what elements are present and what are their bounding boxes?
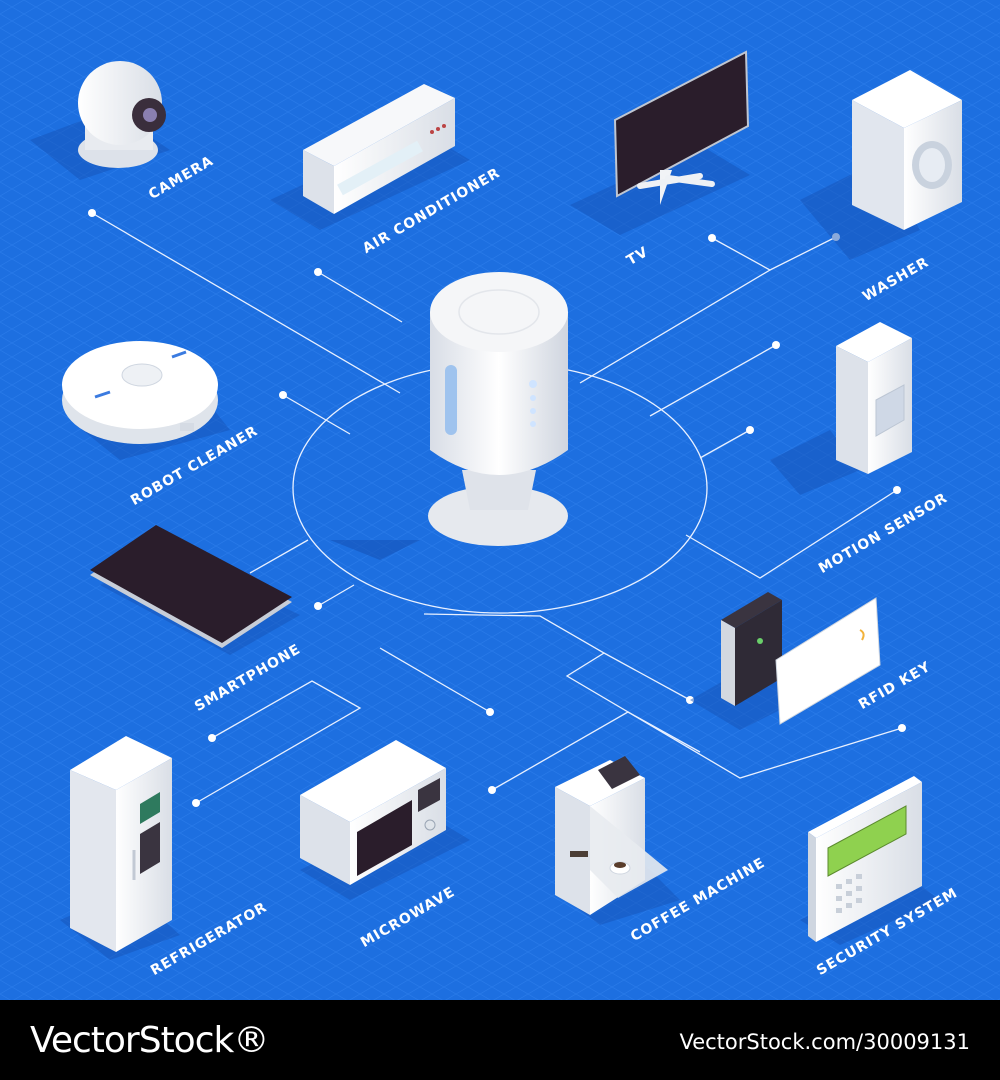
infographic-canvas: Camera Air Conditioner TV Washer Robot C… <box>0 0 1000 1000</box>
smart-speaker-icon <box>330 272 568 560</box>
line-camera <box>91 212 401 394</box>
watermark-footer: VectorStock® VectorStock.com/30009131 <box>0 1000 1000 1080</box>
line-microwave <box>423 613 630 791</box>
connection-dots <box>88 209 906 807</box>
line-washer <box>769 236 837 271</box>
line-motion-sensor-c <box>685 489 898 579</box>
line-rfid-key <box>603 652 691 701</box>
coffee-machine-icon <box>555 756 680 925</box>
line-smartphone-a <box>249 539 309 574</box>
line-microwave-up <box>379 647 491 713</box>
line-motion-sensor-a <box>649 344 777 417</box>
brand-logo: VectorStock® <box>30 1020 269 1061</box>
air-conditioner-icon <box>270 84 470 230</box>
tv-icon <box>570 50 750 235</box>
refrigerator-icon <box>60 736 180 960</box>
smartphone-icon <box>90 525 300 655</box>
camera-icon <box>30 61 170 180</box>
robot-cleaner-icon <box>62 341 230 460</box>
line-refrigerator <box>195 680 362 804</box>
connection-diagram <box>0 0 1000 1000</box>
line-smartphone-b <box>317 584 355 607</box>
security-system-icon <box>800 776 940 945</box>
line-robot-cleaner <box>282 394 351 435</box>
line-security-system <box>627 711 903 779</box>
image-id: VectorStock.com/30009131 <box>679 1030 970 1054</box>
motion-sensor-icon <box>770 322 912 495</box>
line-motion-sensor-b <box>699 429 751 459</box>
rfid-key-icon <box>690 592 881 730</box>
washer-icon <box>800 70 962 260</box>
connection-lines <box>91 212 903 804</box>
line-air-conditioner <box>317 271 403 323</box>
microwave-icon <box>300 740 470 900</box>
